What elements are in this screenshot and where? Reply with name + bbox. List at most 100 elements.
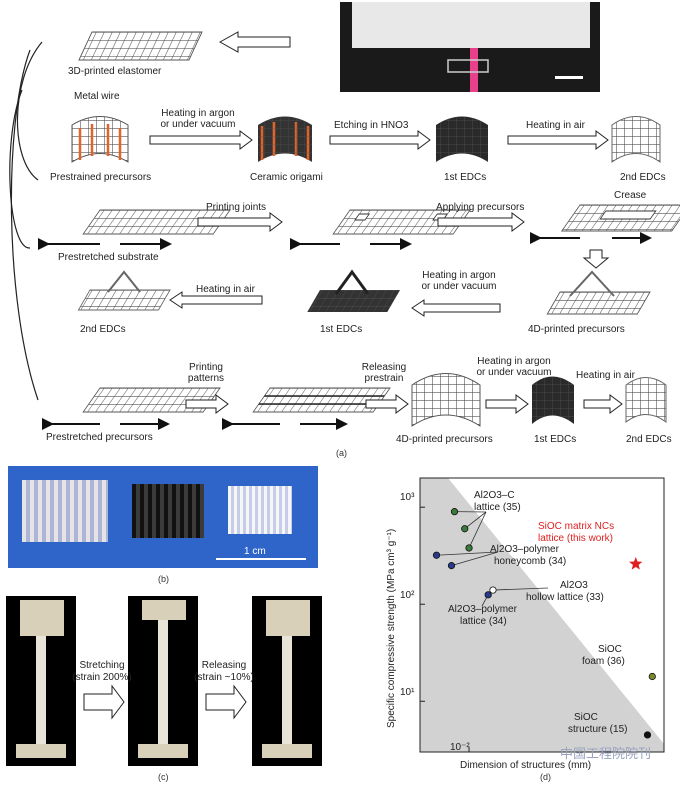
- arrow-printing-patterns: [185, 394, 229, 414]
- clamp-top: [142, 600, 186, 620]
- arrow-applying: [437, 212, 525, 232]
- clamp-top: [266, 600, 310, 636]
- annotation-siocfoam-b: foam (36): [582, 656, 625, 667]
- laser-beam: [470, 48, 478, 92]
- arrow-heating-argon: [149, 130, 253, 150]
- leader-line: [436, 551, 499, 556]
- plot-frame: [419, 477, 665, 753]
- label-4d-precursors-row4: 4D-printed precursors: [528, 324, 625, 335]
- ceramic-origami: [258, 116, 312, 162]
- second-edc-row2: [611, 116, 661, 163]
- annotation-red-a: SiOC matrix NCs: [538, 521, 614, 532]
- arrow-printing-joints: [197, 212, 283, 232]
- leader-line: [451, 551, 499, 567]
- first-edc-row5: [532, 376, 574, 424]
- annotation-red-b: lattice (this work): [538, 533, 613, 544]
- panel-c-photo-1: [6, 596, 76, 766]
- arrow-heating-air: [507, 130, 609, 150]
- printed-part: [447, 59, 489, 73]
- label-releasing-b: prestrain: [364, 373, 404, 384]
- leader-line: [492, 587, 549, 591]
- label-releasing-a: Releasing: [361, 362, 407, 373]
- label-stretching-a: Stretching: [79, 660, 125, 671]
- flow-curve: [9, 89, 31, 249]
- arrow-air-row5: [583, 394, 623, 414]
- flow-curve: [10, 49, 39, 401]
- specimen: [158, 620, 168, 756]
- label-prestretched-substrate: Prestretched substrate: [58, 252, 159, 263]
- first-edc-row2: [436, 116, 488, 162]
- label-releasing-c-b: (strain ~10%): [194, 672, 254, 683]
- arrow-etching: [329, 130, 431, 150]
- specimen: [36, 636, 46, 756]
- label-prestrained: Prestrained precursors: [50, 172, 152, 183]
- data-point: [450, 508, 459, 516]
- caption-b: (b): [158, 574, 169, 584]
- label-4d-precursors-row5: 4D-printed precursors: [396, 434, 493, 445]
- label-row2-arrow1b: or under vacuum: [160, 119, 236, 130]
- label-applying: Applying precursors: [436, 202, 525, 213]
- annotation-alc-b: lattice (35): [474, 502, 521, 513]
- flow-curve: [16, 41, 43, 181]
- data-point: [461, 525, 469, 533]
- annotation-siocfoam-a: SiOC: [598, 644, 622, 655]
- label-row5-arrow3b: or under vacuum: [476, 367, 552, 378]
- label-heating-air-row4: Heating in air: [196, 284, 255, 295]
- data-point: [643, 731, 652, 739]
- shaded-region: [420, 478, 664, 752]
- label-metal-wire: Metal wire: [74, 91, 120, 102]
- label-1st-edcs-row4: 1st EDCs: [320, 324, 363, 335]
- arrow-down: [582, 249, 610, 269]
- label-1st-edcs-row2: 1st EDCs: [444, 172, 487, 183]
- data-point-star: [629, 557, 643, 570]
- scale-bar-b: [216, 558, 306, 560]
- label-printing-patterns-a: Printing: [189, 362, 223, 373]
- panel-c-photo-3: [252, 596, 322, 766]
- scale-label-b: 1 cm: [244, 546, 266, 557]
- panel-b-photo: 1 cm: [8, 466, 318, 568]
- caption-a: (a): [336, 448, 347, 458]
- panel-a-drawing: [9, 2, 680, 430]
- arrow-releasing: [365, 394, 409, 414]
- label-row4-arrow2a: Heating in argon: [422, 270, 496, 281]
- data-point: [648, 672, 656, 681]
- scale-bar: [555, 76, 583, 79]
- clamp-bottom: [138, 744, 188, 758]
- annotation-red-b-text: lattice (this work): [538, 533, 614, 544]
- label-ceramic-origami: Ceramic origami: [250, 172, 323, 183]
- data-point: [489, 586, 497, 594]
- label-2nd-edcs-row4: 2nd EDCs: [80, 324, 126, 335]
- leader-line: [468, 511, 487, 549]
- watermark: 中国工程院院刊: [560, 746, 652, 761]
- label-heating-air-row2: Heating in air: [526, 120, 585, 131]
- label-crease: Crease: [614, 190, 647, 201]
- label-printing-patterns-b: patterns: [187, 373, 225, 384]
- data-point: [484, 591, 492, 599]
- annotation-alp-lat-b: lattice (34): [460, 616, 507, 627]
- specimen: [282, 636, 292, 756]
- label-etching: Etching in HNO3: [334, 120, 409, 131]
- leader-line: [464, 511, 487, 530]
- crease-lattice: [560, 204, 680, 232]
- label-releasing-c-a: Releasing: [201, 660, 247, 671]
- annotation-alc-a: Al2O3–C: [474, 490, 515, 501]
- label-1st-edcs-row5: 1st EDCs: [534, 434, 577, 445]
- y-axis-label: Specific compressive strength (MPa cm³ g…: [386, 528, 397, 728]
- data-point: [447, 562, 456, 570]
- annotation-siocstr-b: structure (15): [568, 724, 628, 735]
- label-printing-joints: Printing joints: [206, 202, 267, 213]
- clamp-bottom: [16, 744, 66, 758]
- x-axis-label: Dimension of structures (mm): [460, 760, 592, 771]
- label-elastomer: 3D-printed elastomer: [68, 66, 162, 77]
- panel-c-photo-2: [128, 596, 198, 766]
- annotation-alp-hc-b: honeycomb (34): [494, 556, 567, 567]
- annotation-al-hollow-b: hollow lattice (33): [526, 592, 604, 603]
- elastomer-lattice: [78, 31, 203, 61]
- label-prestretched-precursors: Prestretched precursors: [46, 432, 153, 443]
- arrow-left-hollow: [218, 31, 291, 53]
- annotation-al-hollow-a: Al2O3: [560, 580, 588, 591]
- label-2nd-edcs-row5: 2nd EDCs: [626, 434, 672, 445]
- caption-d: (d): [540, 772, 551, 782]
- label-2nd-edcs-row2: 2nd EDCs: [620, 172, 666, 183]
